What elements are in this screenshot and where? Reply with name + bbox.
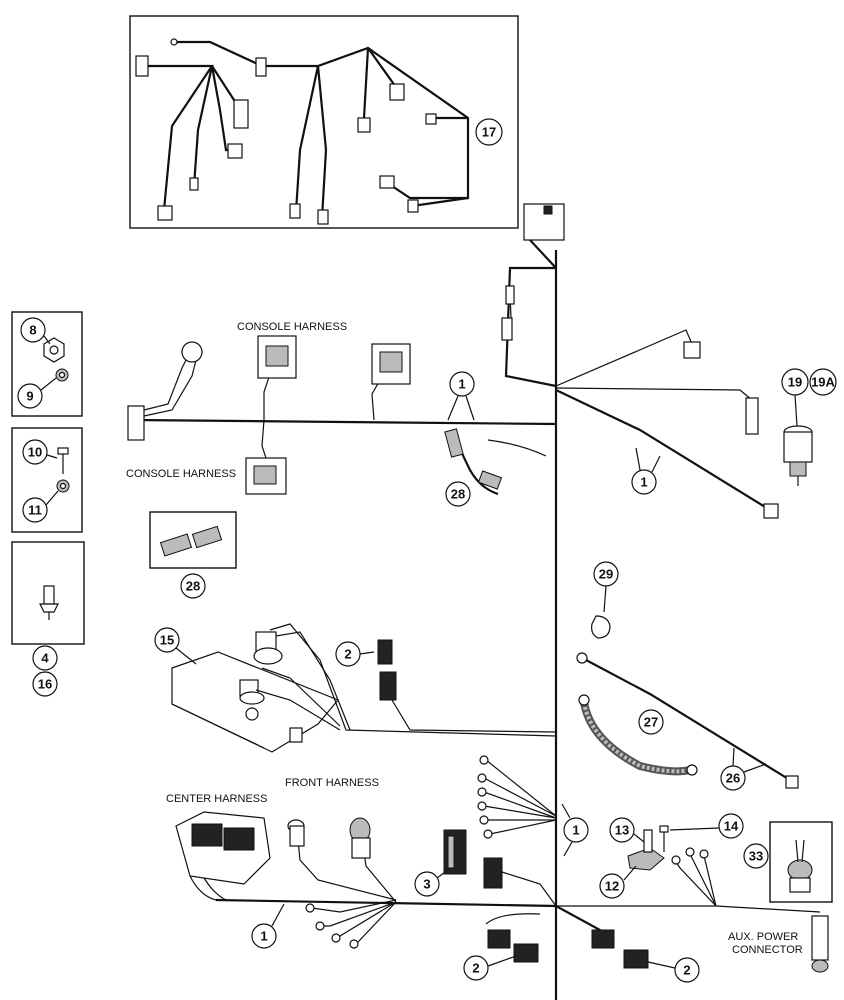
callout-28-left: 28 — [180, 573, 206, 599]
callout-15: 15 — [154, 627, 180, 653]
callout-2-right-bottom-text: 2 — [683, 963, 690, 978]
callout-19a: 19A — [809, 368, 837, 396]
stud-12-13-14 — [556, 825, 821, 913]
callout-1-top: 1 — [449, 371, 475, 397]
connectors-2-mid — [377, 639, 557, 733]
callout-17: 17 — [475, 118, 503, 146]
callout-1-top-text: 1 — [458, 377, 465, 392]
center-harness-label: CENTER HARNESS — [166, 793, 267, 805]
callout-8-text: 8 — [29, 323, 36, 338]
callout-33-text: 33 — [749, 849, 763, 864]
callout-1-bottom: 1 — [251, 923, 277, 949]
callout-10: 10 — [22, 439, 48, 465]
cigarette-lighter-part — [783, 425, 813, 486]
callout-4-text: 4 — [41, 651, 49, 666]
callout-8: 8 — [20, 317, 46, 343]
callout-28-inline-text: 28 — [451, 487, 465, 502]
callout-12: 12 — [599, 873, 625, 899]
callout-29-text: 29 — [599, 567, 613, 582]
convolute-28-inline — [444, 428, 547, 496]
aux-power-label-2: CONNECTOR — [732, 944, 803, 956]
callout-29: 29 — [593, 561, 619, 587]
ring-terminals-center — [477, 755, 557, 839]
aux-power-connector-box — [769, 821, 833, 903]
callout-26: 26 — [720, 765, 746, 791]
convolute-tube-box — [149, 511, 237, 569]
ground-strap-27 — [578, 694, 698, 776]
callout-10-text: 10 — [28, 445, 42, 460]
callout-4: 4 — [32, 645, 58, 671]
lower-connectors — [483, 857, 649, 969]
inset-harness-box — [129, 15, 519, 229]
callout-1-center-text: 1 — [572, 823, 579, 838]
callout-9-text: 9 — [26, 389, 33, 404]
callout-2-right-bottom: 2 — [674, 957, 700, 983]
callout-26-text: 26 — [726, 771, 740, 786]
callout-1-right: 1 — [631, 469, 657, 495]
callout-2-mid: 2 — [335, 641, 361, 667]
callout-13: 13 — [609, 817, 635, 843]
console-harness-top-label: CONSOLE HARNESS — [237, 321, 347, 333]
callout-33: 33 — [743, 843, 769, 869]
callout-1-center: 1 — [563, 817, 589, 843]
callout-2-left-bottom-text: 2 — [472, 961, 479, 976]
callout-27-text: 27 — [644, 715, 658, 730]
callout-19a-text: 19A — [811, 375, 835, 390]
hardware-box-4-16 — [11, 541, 85, 645]
right-upper-branches — [555, 329, 779, 519]
cable-26 — [576, 652, 799, 789]
callout-14: 14 — [718, 813, 744, 839]
callout-2-left-bottom: 2 — [463, 955, 489, 981]
hardware-box-10-11 — [11, 427, 83, 533]
callout-2-mid-text: 2 — [344, 647, 351, 662]
callout-13-text: 13 — [615, 823, 629, 838]
callout-3-text: 3 — [423, 877, 430, 892]
callout-28-inline: 28 — [445, 481, 471, 507]
main-harness-trunk — [501, 203, 565, 1000]
aux-power-label-1: AUX. POWER — [728, 931, 798, 943]
console-harness-left-label: CONSOLE HARNESS — [126, 468, 236, 480]
aux-power-plug — [811, 915, 829, 973]
callout-28-left-text: 28 — [186, 579, 200, 594]
callout-19: 19 — [781, 368, 809, 396]
module-15 — [171, 623, 557, 753]
callout-16-text: 16 — [38, 677, 52, 692]
console-harness — [127, 335, 557, 495]
callout-1-right-text: 1 — [640, 475, 647, 490]
callout-12-text: 12 — [605, 879, 619, 894]
callout-27: 27 — [638, 709, 664, 735]
callout-14-text: 14 — [724, 819, 739, 834]
front-harness-label: FRONT HARNESS — [285, 777, 379, 789]
connector-3 — [443, 829, 467, 875]
callout-17-text: 17 — [482, 125, 496, 140]
part-29 — [591, 615, 611, 639]
callout-1-bottom-text: 1 — [260, 929, 267, 944]
callout-3: 3 — [414, 871, 440, 897]
callout-9: 9 — [17, 383, 43, 409]
center-harness — [175, 811, 557, 949]
callout-19-text: 19 — [788, 375, 802, 390]
callout-15-text: 15 — [160, 633, 174, 648]
callout-11-text: 11 — [28, 503, 42, 518]
callout-11: 11 — [22, 497, 48, 523]
hardware-box-8-9 — [11, 311, 83, 417]
callout-16: 16 — [32, 671, 58, 697]
